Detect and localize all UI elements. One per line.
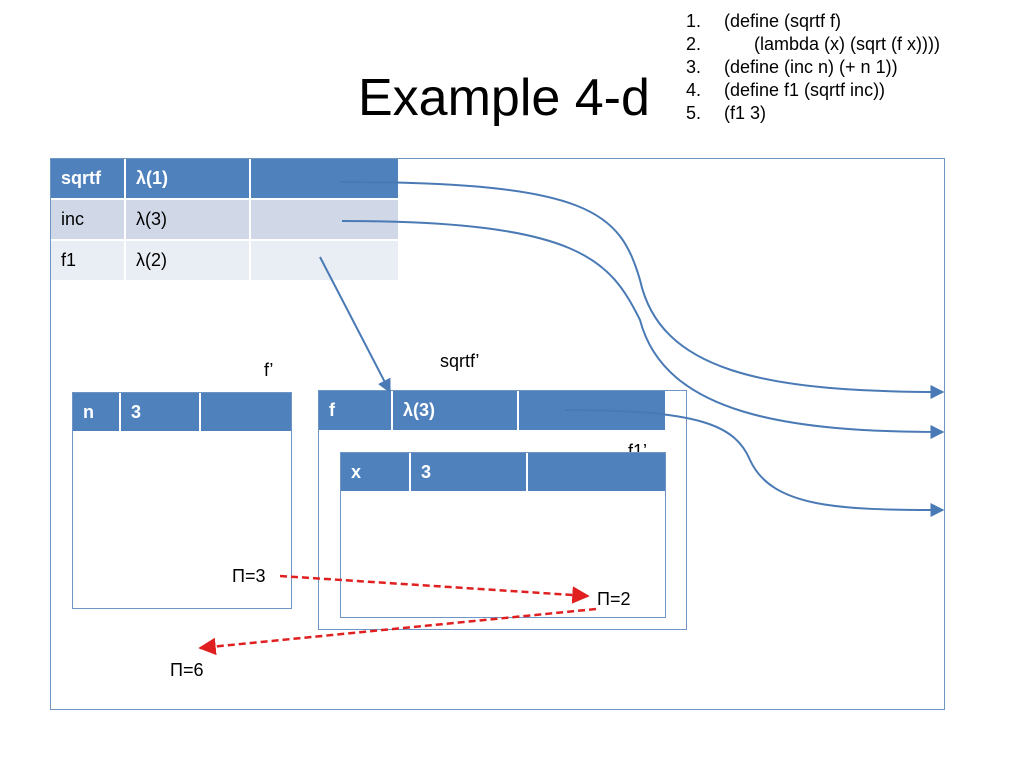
- binding-name: sqrtf: [51, 159, 126, 200]
- binding-name: f1: [51, 240, 126, 282]
- frame-sqrtf-prime-table: f λ(3): [319, 391, 665, 430]
- frame-label-sqrtf-prime: sqrtf’: [440, 351, 480, 371]
- code-line-5: 5.(f1 3): [686, 103, 767, 123]
- binding-pointer-cell: [250, 199, 398, 241]
- binding-name: x: [341, 453, 411, 491]
- frame-label-f-prime: f’: [264, 360, 274, 380]
- table-row: f1 λ(2): [51, 240, 398, 282]
- return-arrow-pi3-to-pi2: [279, 574, 590, 604]
- pointer-arrow-f1: [319, 256, 391, 394]
- binding-name: f: [319, 391, 393, 430]
- binding-value: λ(3): [392, 391, 519, 430]
- return-arrow-pi2-to-pi6: [198, 607, 597, 656]
- binding-value: λ(3): [125, 199, 251, 241]
- global-environment-table: sqrtf λ(1) inc λ(3) f1 λ(2): [51, 159, 398, 282]
- binding-pointer-cell: [250, 159, 398, 200]
- table-row: n 3: [73, 393, 291, 431]
- pi-label-2: Π=2: [597, 589, 631, 609]
- binding-name: inc: [51, 199, 126, 241]
- global-environment-frame: [50, 158, 945, 710]
- code-line-1: 1.(define (sqrtf f): [686, 11, 842, 31]
- binding-value: λ(2): [125, 240, 251, 282]
- binding-name: n: [73, 393, 121, 431]
- frame-sqrtf-prime: [318, 390, 687, 630]
- slide-title: Example 4-d: [358, 69, 650, 127]
- pointer-arrow-f: [564, 409, 945, 517]
- frame-f1-prime-table: x 3: [341, 453, 665, 491]
- table-row: f λ(3): [319, 391, 665, 430]
- table-row: inc λ(3): [51, 199, 398, 241]
- code-line-2: 2.(lambda (x) (sqrt (f x)))): [686, 34, 940, 54]
- pi-label-6: Π=6: [170, 660, 204, 680]
- table-row: x 3: [341, 453, 665, 491]
- frame-f-prime: [72, 392, 292, 609]
- binding-pointer-cell: [250, 240, 398, 282]
- table-row: sqrtf λ(1): [51, 159, 398, 200]
- binding-value: 3: [120, 393, 201, 431]
- binding-pointer-cell: [527, 453, 665, 491]
- pointer-arrow-inc: [341, 220, 945, 439]
- binding-value: 3: [410, 453, 528, 491]
- code-line-4: 4.(define f1 (sqrtf inc)): [686, 80, 886, 100]
- pointer-arrow-sqrtf: [339, 181, 945, 399]
- frame-f-prime-table: n 3: [73, 393, 291, 431]
- code-line-3: 3.(define (inc n) (+ n 1)): [686, 57, 898, 77]
- pi-label-3: Π=3: [232, 566, 266, 586]
- code-listing: 1.(define (sqrtf f) 2.(lambda (x) (sqrt …: [686, 10, 940, 125]
- binding-value: λ(1): [125, 159, 251, 200]
- binding-pointer-cell: [200, 393, 291, 431]
